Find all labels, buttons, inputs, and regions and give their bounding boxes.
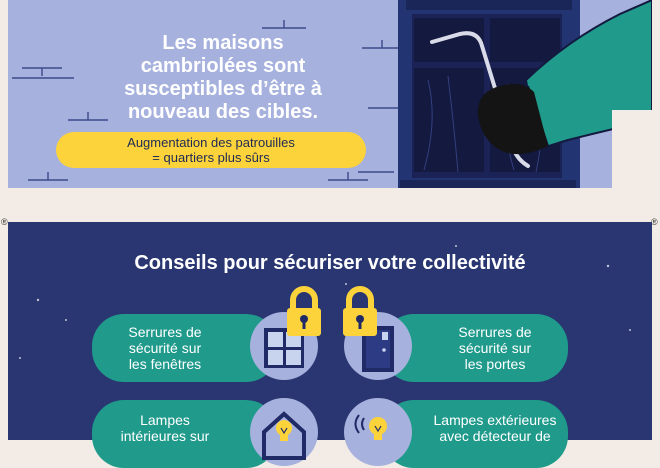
padlock-icon [343, 286, 377, 336]
patrol-pill-line: = quartiers plus sûrs [152, 150, 270, 165]
brick-lines-decoration [12, 20, 402, 181]
tip-line: sécurité sur [128, 340, 202, 356]
tip-line: Serrures de [128, 324, 202, 340]
motion-lightbulb-icon [344, 398, 412, 466]
patrol-pill: Augmentation des patrouilles = quartiers… [56, 132, 366, 168]
headline: Les maisons cambriolées sont susceptible… [118, 32, 328, 124]
tip-line: les fenêtres [128, 356, 202, 372]
tip-line: Lampes [140, 412, 190, 428]
house-lightbulb-icon [250, 398, 318, 466]
tip-line: avec détecteur de [439, 428, 551, 444]
registration-mark: ® [651, 217, 658, 227]
tip-line: Lampes extérieures [433, 412, 557, 428]
stars-decoration [19, 245, 631, 359]
tip-door-locks: Serrures de sécurité sur les portes [382, 314, 568, 382]
headline-line: susceptibles d’être à [124, 78, 322, 100]
padlock-icon [287, 286, 321, 336]
tip-window-locks: Serrures de sécurité sur les fenêtres [92, 314, 278, 382]
tip-line: sécurité sur [458, 340, 532, 356]
patrol-pill-line: Augmentation des patrouilles [127, 135, 295, 150]
registration-mark: ® [1, 217, 8, 227]
headline-line: Les maisons [162, 32, 284, 54]
tip-line: intérieures sur [120, 428, 210, 444]
tip-line: les portes [464, 356, 526, 372]
door-icon [344, 312, 412, 380]
burglar-window-illustration [398, 0, 652, 188]
section-title: Conseils pour sécuriser votre collectivi… [134, 252, 526, 274]
headline-line: nouveau des cibles. [127, 101, 319, 123]
top-illustration-panel: Les maisons cambriolées sont susceptible… [8, 0, 652, 188]
headline-line: cambriolées sont [140, 55, 306, 77]
tip-line: Serrures de [458, 324, 532, 340]
